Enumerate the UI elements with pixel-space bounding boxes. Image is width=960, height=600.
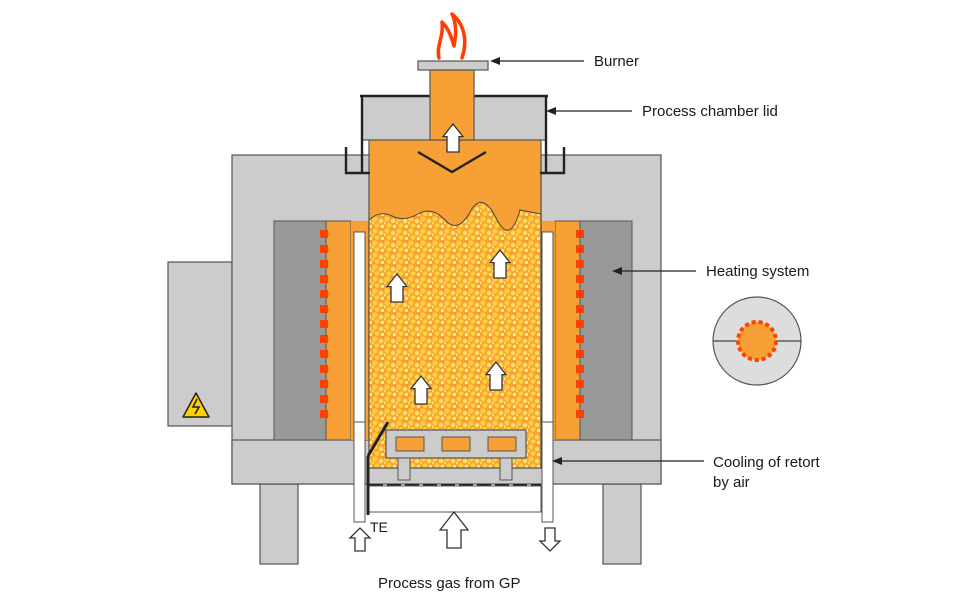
up-arrow-icon <box>484 360 508 391</box>
label-cooling-line2: by air <box>713 474 750 491</box>
high-voltage-warning-icon <box>182 392 210 418</box>
right-heating-zone <box>540 220 633 441</box>
up-arrow-icon <box>488 248 512 279</box>
up-arrow-icon <box>385 272 409 303</box>
heater-element <box>576 245 584 253</box>
heater-element <box>320 410 328 418</box>
heater-element <box>576 260 584 268</box>
heater-element <box>576 395 584 403</box>
heater-element <box>576 320 584 328</box>
deflector <box>417 150 487 174</box>
heater-element <box>320 275 328 283</box>
leader-arrowhead <box>552 457 562 465</box>
heater-element <box>320 320 328 328</box>
heater-element <box>576 365 584 373</box>
heater-element <box>320 305 328 313</box>
leader-arrowhead <box>490 57 500 65</box>
label-process-chamber-lid: Process chamber lid <box>642 103 778 120</box>
cross-section-inset <box>712 296 802 386</box>
support-grid <box>385 429 527 481</box>
label-te: TE <box>370 519 388 535</box>
heater-element <box>320 335 328 343</box>
heater-element <box>320 350 328 358</box>
process-chamber <box>368 137 542 469</box>
bottom-grate <box>368 484 542 513</box>
heater-element <box>576 230 584 238</box>
gas-flow-arrows <box>385 122 512 405</box>
heater-element <box>576 350 584 358</box>
heater-element <box>576 410 584 418</box>
heater-element <box>320 260 328 268</box>
label-heating-system: Heating system <box>706 263 809 280</box>
up-arrow-icon <box>409 374 433 405</box>
heater-element <box>576 335 584 343</box>
heater-elements-left <box>320 230 328 418</box>
process-gas-inlet-arrow <box>438 510 470 549</box>
cooling-air-in-arrow <box>348 527 372 552</box>
leader-arrows <box>490 57 704 465</box>
label-burner: Burner <box>594 53 639 70</box>
heater-elements-right <box>576 230 584 418</box>
heater-element <box>576 305 584 313</box>
tube-extensions <box>353 421 554 523</box>
control-box <box>167 261 233 427</box>
heater-element <box>320 230 328 238</box>
heater-element <box>576 290 584 298</box>
heater-element <box>320 380 328 388</box>
thermocouple <box>366 421 390 457</box>
heater-element <box>320 395 328 403</box>
leader-arrowhead <box>546 107 556 115</box>
label-process-gas: Process gas from GP <box>378 575 521 592</box>
label-cooling-line1: Cooling of retort <box>713 454 821 471</box>
heater-element <box>576 275 584 283</box>
heater-element <box>320 365 328 373</box>
heater-element <box>576 380 584 388</box>
up-arrow-icon <box>441 122 465 153</box>
leader-arrowhead <box>612 267 622 275</box>
heater-element <box>320 290 328 298</box>
cooling-air-out-arrow <box>538 527 562 552</box>
burner <box>417 12 489 141</box>
heater-element <box>320 245 328 253</box>
flame-icon <box>436 12 467 60</box>
